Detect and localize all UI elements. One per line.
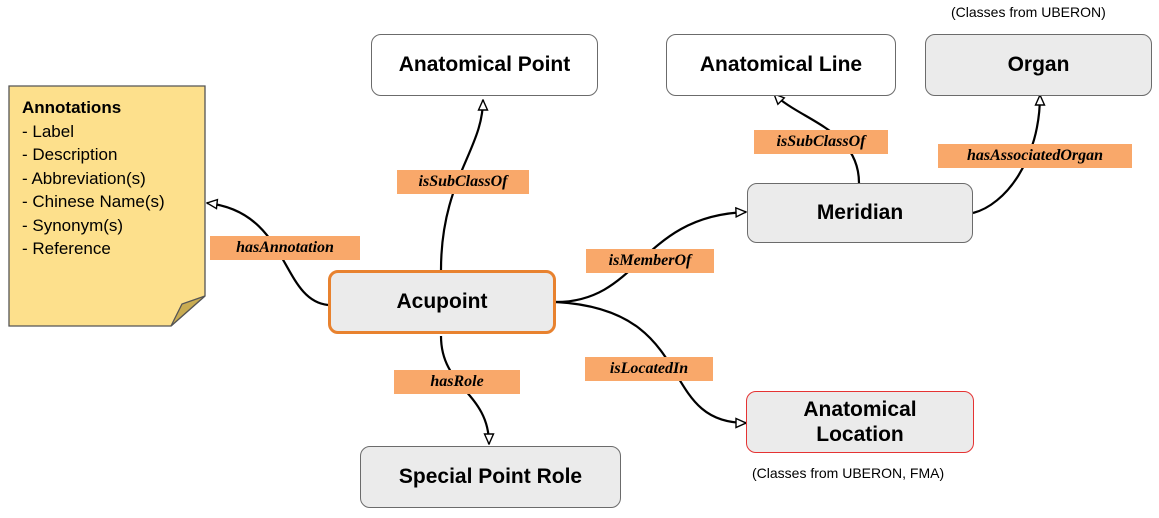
node-special-point-role: Special Point Role (360, 446, 621, 508)
annotation-item-synonym: - Synonym(s) (22, 215, 124, 235)
edge-meridian-to-organ (972, 95, 1040, 215)
annotations-note: Annotations - Label - Description - Abbr… (22, 96, 165, 261)
relation-label-islocatedin: isLocatedIn (585, 357, 713, 381)
node-anatomical-location: Anatomical Location (746, 391, 974, 453)
relation-label-hasrole: hasRole (394, 370, 520, 394)
relation-label-hasannotation: hasAnnotation (210, 236, 360, 260)
caption-uberon: (Classes from UBERON) (951, 4, 1106, 20)
node-anatomical-point: Anatomical Point (371, 34, 598, 96)
annotation-item-reference: - Reference (22, 239, 111, 258)
relation-label-ismemberof: isMemberOf (586, 249, 714, 273)
annotation-item-chinese-name: - Chinese Name(s) (22, 192, 165, 211)
annotation-item-description: - Description (22, 145, 118, 164)
annotations-title: Annotations (22, 98, 122, 117)
annotation-item-label: - Label (22, 121, 74, 141)
edge-meridian-to-anatomical-line (774, 94, 861, 184)
node-meridian: Meridian (747, 183, 973, 243)
anatomical-location-line2: Location (816, 423, 904, 446)
relation-label-meridian-issubclassof: isSubClassOf (754, 130, 888, 154)
node-organ: Organ (925, 34, 1152, 96)
relation-label-acupoint-issubclassof: isSubClassOf (397, 170, 529, 194)
anatomical-location-line1: Anatomical (803, 397, 917, 421)
node-acupoint: Acupoint (328, 270, 556, 334)
node-anatomical-line: Anatomical Line (666, 34, 896, 96)
relation-label-hasassociatedorgan: hasAssociatedOrgan (938, 144, 1132, 168)
annotations-note-fold (170, 295, 206, 327)
annotation-item-abbreviation: - Abbreviation(s) (22, 168, 146, 188)
caption-uberon-fma: (Classes from UBERON, FMA) (752, 465, 945, 481)
